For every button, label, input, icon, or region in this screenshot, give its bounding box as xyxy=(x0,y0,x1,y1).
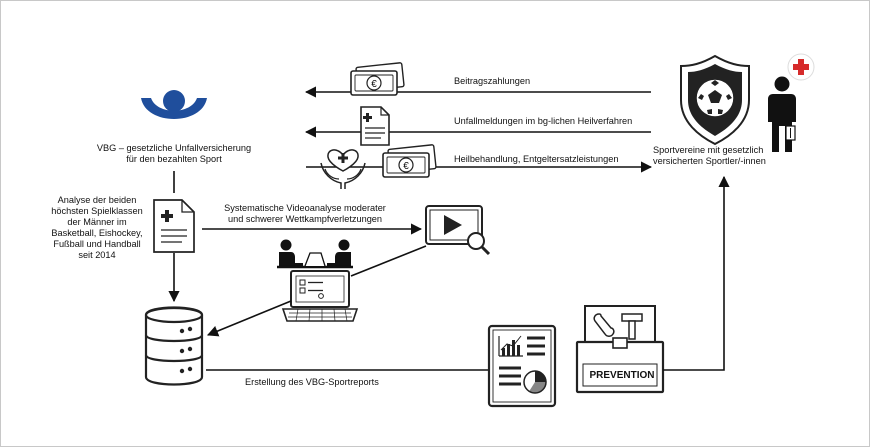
analysis-line-5: Fußball und Handball xyxy=(53,239,141,249)
shield-football-icon xyxy=(680,54,750,146)
analysis-line-3: der Männer im xyxy=(67,217,127,227)
vbg-logo xyxy=(141,90,207,119)
flow-contributions-label: Beitragszahlungen xyxy=(454,76,531,86)
vbg-label-line1: VBG – gesetzliche Unfallversicherung xyxy=(96,143,252,153)
clubs-label: Sportvereine mit gesetzlich versicherten… xyxy=(653,145,766,167)
vbg-label: VBG – gesetzliche Unfallversicherung für… xyxy=(79,143,269,165)
toolbox-icon xyxy=(575,305,665,394)
heart-hands-icon xyxy=(320,149,366,189)
laptop-icon xyxy=(281,270,359,322)
svg-text:€: € xyxy=(403,161,409,172)
injured-athlete-icon xyxy=(768,76,796,152)
analysis-label: Analyse der beiden höchsten Spielklassen… xyxy=(43,195,151,261)
red-cross-icon xyxy=(787,53,815,81)
flow-accident-reports-label: Unfallmeldungen im bg-lichen Heilverfahr… xyxy=(454,116,633,126)
medical-document-icon xyxy=(360,106,390,146)
euro-banknote-icon-2: € xyxy=(382,144,437,178)
clubs-label-line1: Sportvereine mit gesetzlich xyxy=(653,145,764,155)
clubs-label-line2: versicherten Sportler/-innen xyxy=(653,156,766,166)
euro-banknote-icon: € xyxy=(350,62,405,96)
analysis-line-2: höchsten Spielklassen xyxy=(51,206,143,216)
report-chart-icon xyxy=(487,324,557,408)
report-label: Erstellung des VBG-Sportreports xyxy=(245,377,379,387)
people-at-desk-icon xyxy=(277,239,353,269)
analysis-document-icon xyxy=(153,199,195,253)
arrow-prevention-to-clubs xyxy=(663,175,730,371)
database-icon xyxy=(144,306,204,386)
video-label-line2: und schwerer Wettkampfverletzungen xyxy=(227,214,383,224)
line-video-to-laptop xyxy=(350,245,427,277)
video-label-line1: Systematische Videoanalyse moderater xyxy=(224,203,386,213)
analysis-line-4: Basketball, Eishockey, xyxy=(51,228,143,238)
vbg-label-line2: für den bezahlten Sport xyxy=(126,154,222,164)
analysis-line-1: Analyse der beiden xyxy=(57,195,137,205)
analysis-line-6: seit 2014 xyxy=(78,250,116,260)
svg-text:€: € xyxy=(371,79,377,90)
video-analysis-label: Systematische Videoanalyse moderater und… xyxy=(205,203,405,225)
video-search-icon xyxy=(425,205,491,256)
flow-treatment-label: Heilbehandlung, Entgeltersatzleistungen xyxy=(454,154,619,164)
arrow-laptop-to-database xyxy=(206,300,292,337)
prevention-label: PREVENTION xyxy=(589,370,655,381)
